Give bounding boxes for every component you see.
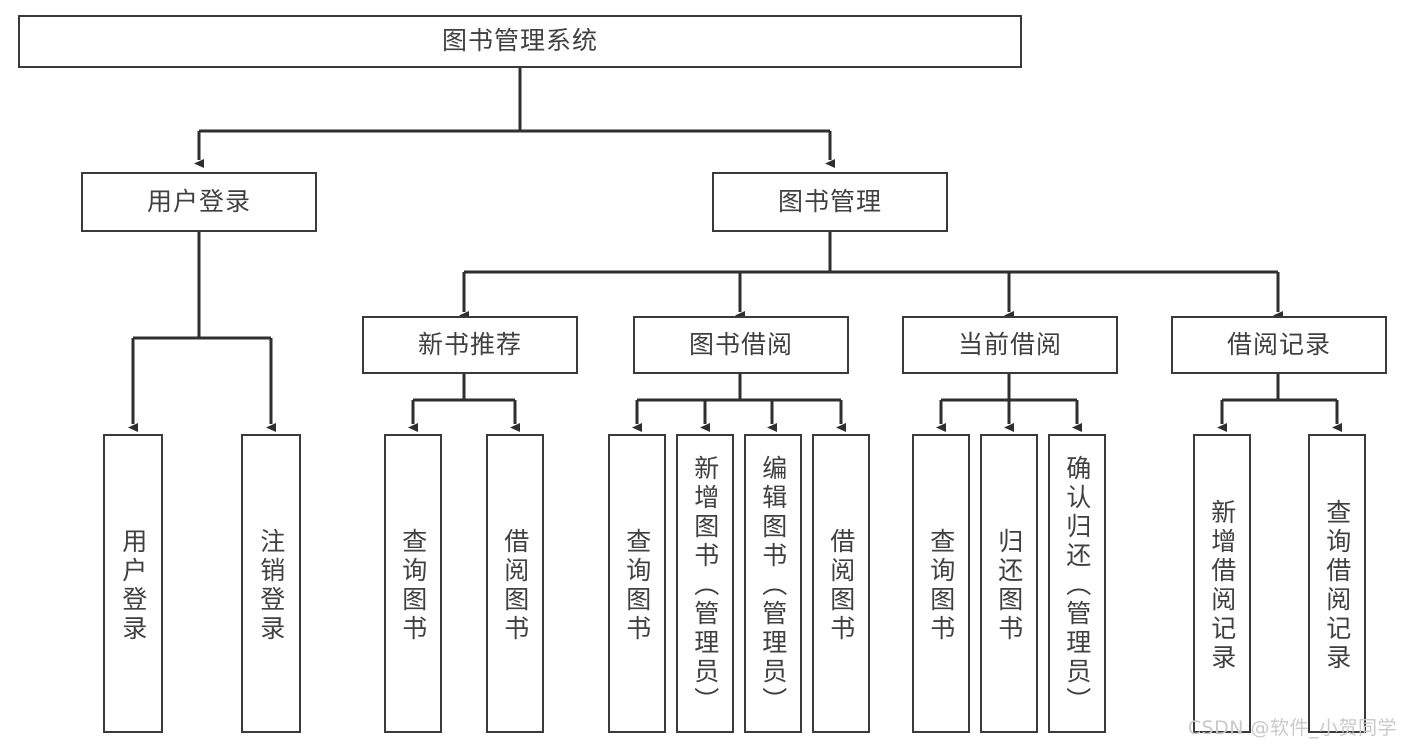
node-leaf-user-login[interactable]: 用户登录: [103, 434, 163, 733]
node-leaf-add-borrow-record[interactable]: 新增借阅记录: [1193, 434, 1251, 733]
node-leaf-return-books[interactable]: 归还图书: [980, 434, 1038, 733]
node-label: 注销登录: [256, 527, 286, 644]
node-label: 新书推荐: [417, 329, 522, 359]
node-label: 编辑图书（管理员）: [758, 455, 788, 716]
node-leaf-query-books-current[interactable]: 查询图书: [912, 434, 970, 733]
node-label: 归还图书: [994, 527, 1024, 644]
node-label: 新增借阅记录: [1207, 498, 1237, 673]
node-user-login[interactable]: 用户登录: [81, 172, 317, 232]
node-leaf-confirm-return-admin[interactable]: 确认归还（管理员）: [1048, 434, 1106, 733]
node-label: 图书管理: [777, 186, 882, 216]
node-borrow-records[interactable]: 借阅记录: [1171, 316, 1387, 374]
node-book-management[interactable]: 图书管理: [712, 172, 948, 232]
node-label: 查询图书: [398, 527, 428, 644]
node-label: 新增图书（管理员）: [690, 455, 720, 716]
node-label: 用户登录: [118, 527, 148, 644]
node-leaf-edit-book-admin[interactable]: 编辑图书（管理员）: [744, 434, 802, 733]
node-label: 图书借阅: [688, 329, 793, 359]
node-label: 借阅图书: [500, 527, 530, 644]
node-label: 查询图书: [622, 527, 652, 644]
node-label: 查询借阅记录: [1322, 498, 1352, 673]
node-leaf-logout[interactable]: 注销登录: [241, 434, 301, 733]
node-leaf-query-borrow-record[interactable]: 查询借阅记录: [1308, 434, 1366, 733]
node-label: 借阅图书: [826, 527, 856, 644]
node-new-book-recommend[interactable]: 新书推荐: [362, 316, 578, 374]
node-label: 用户登录: [146, 186, 251, 216]
node-label: 确认归还（管理员）: [1062, 455, 1092, 716]
node-label: 当前借阅: [957, 329, 1062, 359]
node-root-book-management-system[interactable]: 图书管理系统: [18, 15, 1022, 68]
node-leaf-query-books-recommend[interactable]: 查询图书: [384, 434, 442, 733]
node-label: 查询图书: [926, 527, 956, 644]
node-current-borrow[interactable]: 当前借阅: [902, 316, 1118, 374]
node-leaf-query-books-borrow[interactable]: 查询图书: [608, 434, 666, 733]
node-book-borrow[interactable]: 图书借阅: [633, 316, 849, 374]
node-label: 图书管理系统: [441, 26, 598, 56]
node-leaf-borrow-books[interactable]: 借阅图书: [812, 434, 870, 733]
node-leaf-add-book-admin[interactable]: 新增图书（管理员）: [676, 434, 734, 733]
node-leaf-borrow-books-recommend[interactable]: 借阅图书: [486, 434, 544, 733]
node-label: 借阅记录: [1226, 329, 1331, 359]
